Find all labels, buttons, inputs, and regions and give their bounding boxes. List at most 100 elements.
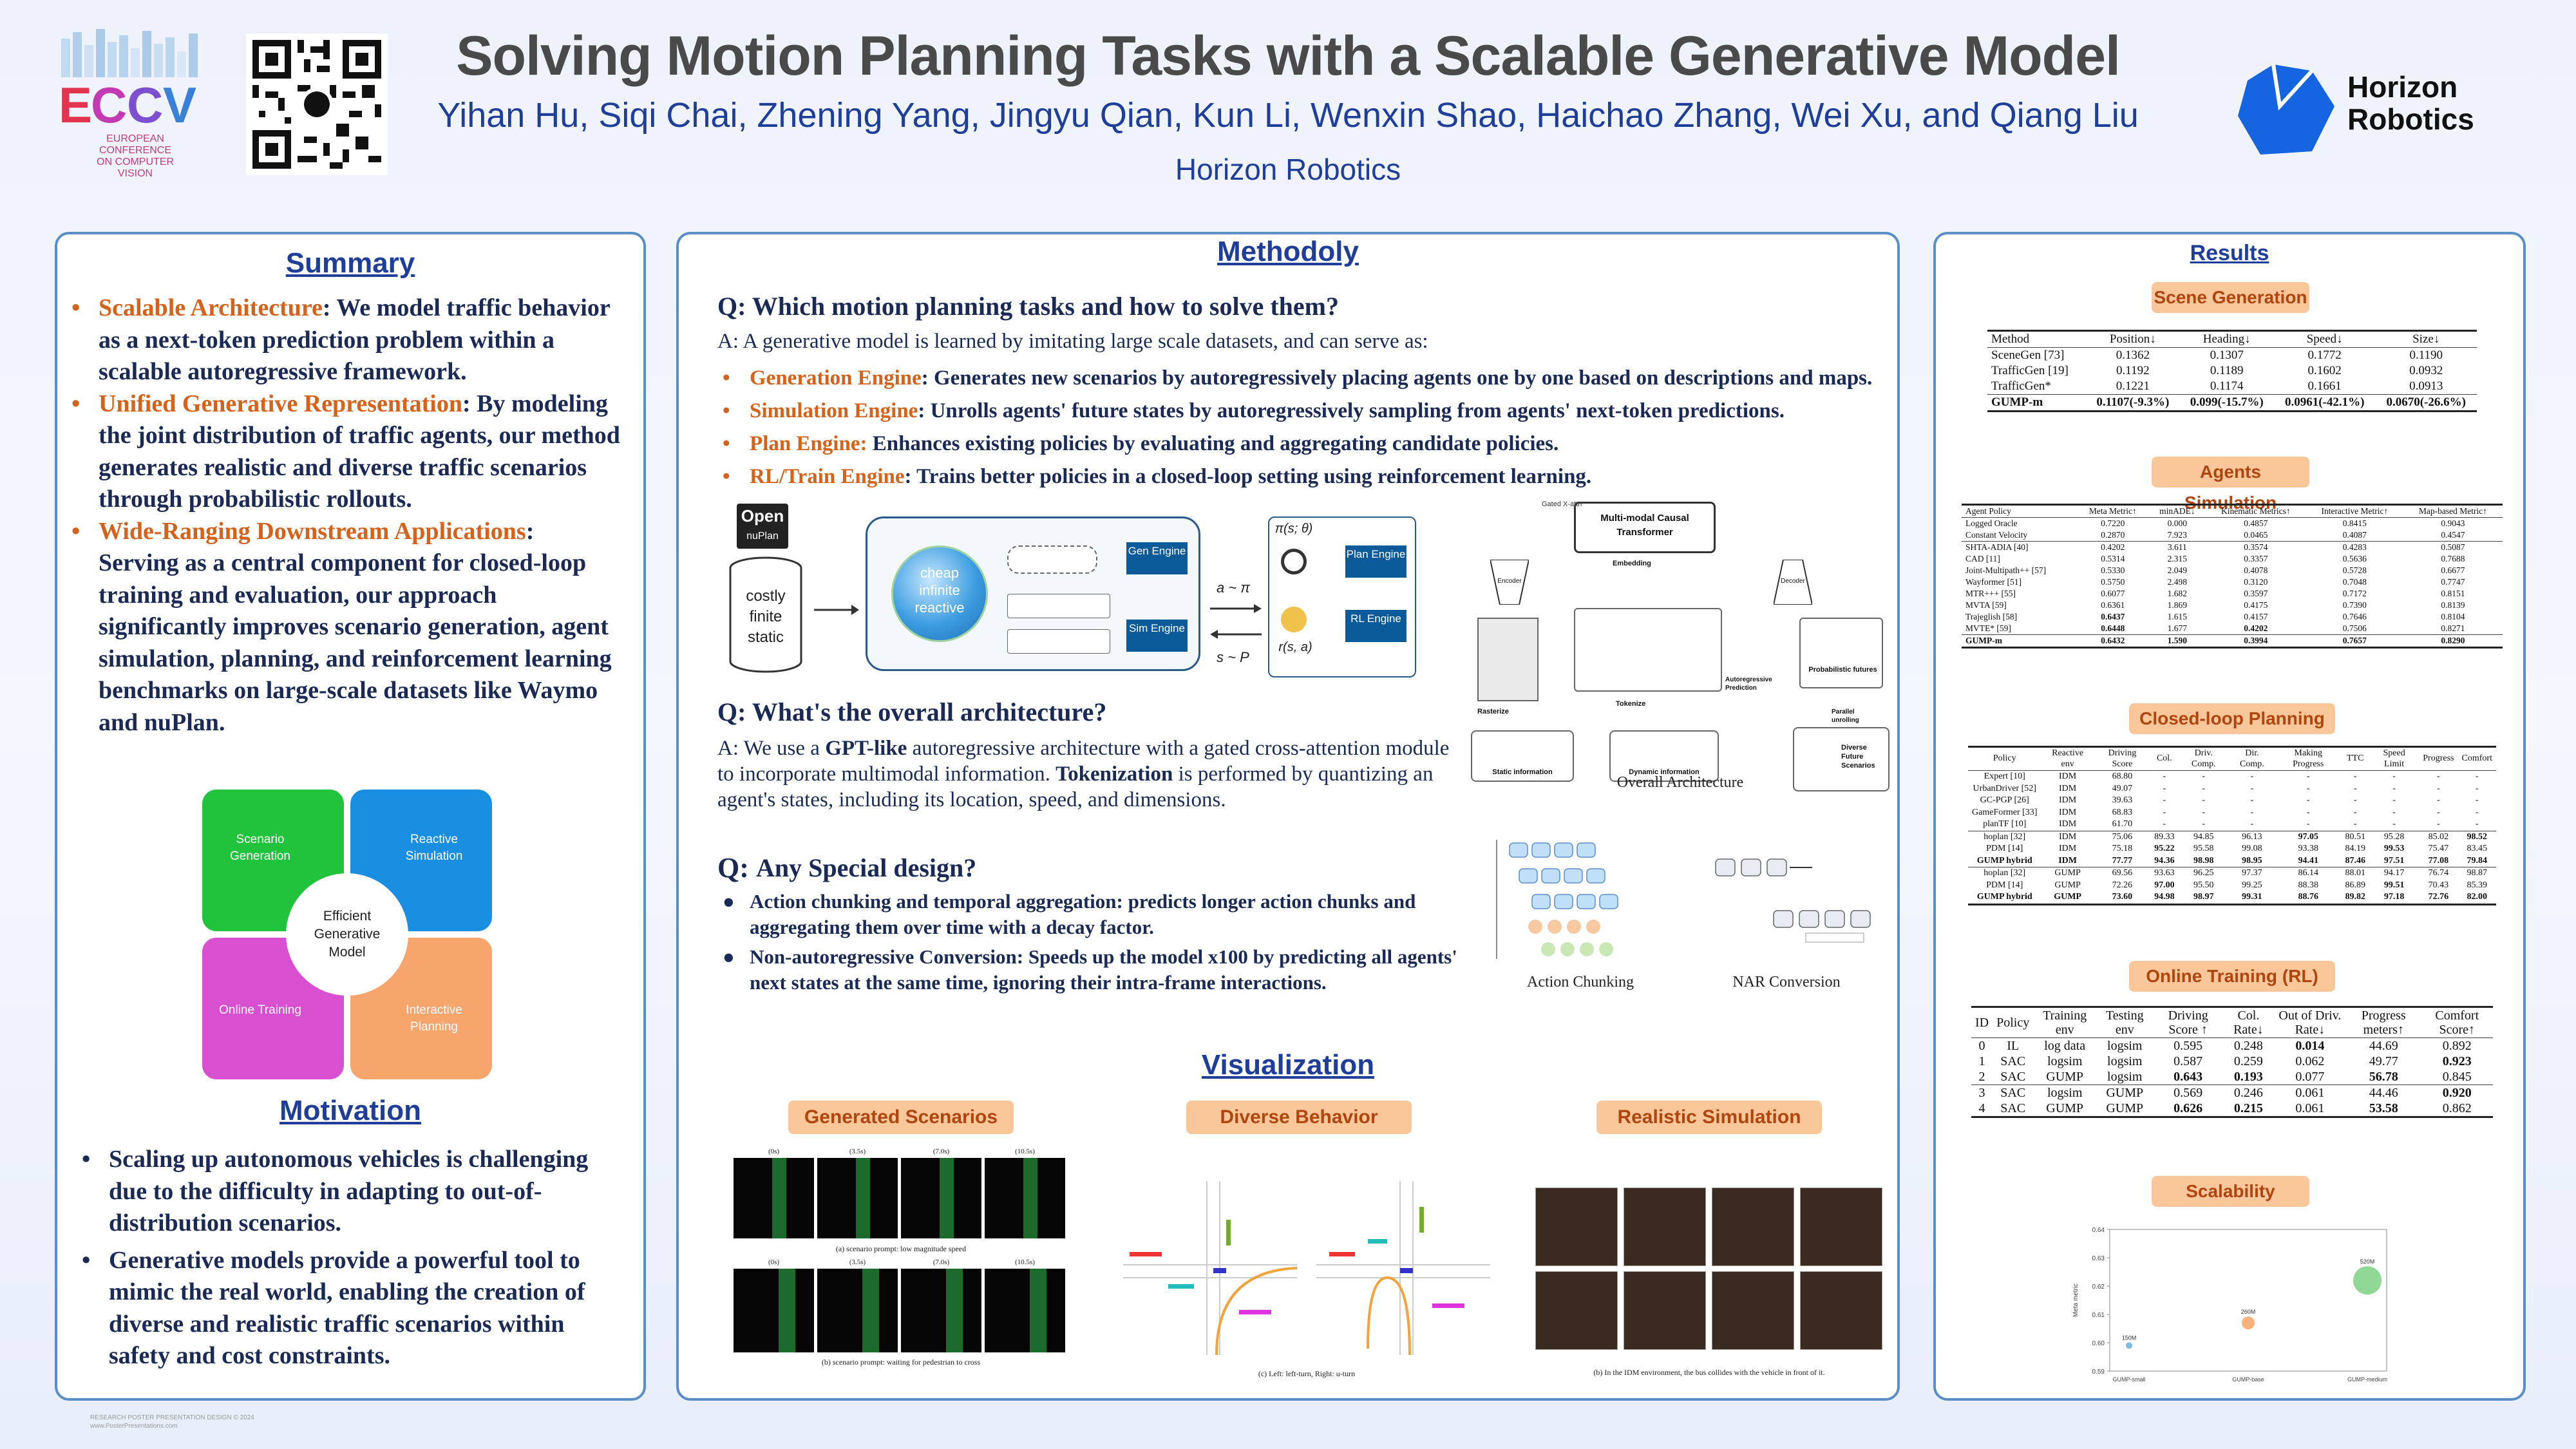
table-cell: 0.2870 — [2101, 530, 2125, 540]
static-info-box — [1471, 730, 1574, 782]
table-cell: 96.13 — [2242, 831, 2262, 842]
table-cell: 0.062 — [2295, 1054, 2325, 1068]
table-cell: 88.01 — [2345, 868, 2365, 878]
table-cell: 1.590 — [2167, 636, 2187, 645]
engine-list: •Generation Engine: Generates new scenar… — [717, 362, 1889, 493]
state-arrow-label: s ~ P — [1217, 649, 1249, 665]
table-cell: 76.74 — [2428, 868, 2449, 878]
reward-label: r(s, a) — [1278, 640, 1312, 654]
engine-item: •RL/Train Engine: Trains better policies… — [723, 465, 1592, 488]
table-cell: 99.51 — [2383, 880, 2405, 890]
table-cell: 0.4547 — [2441, 530, 2465, 540]
summary-item-title: Wide-Ranging Downstream Applications — [99, 517, 526, 545]
design-text: : predicts longer action chunks and aggr… — [750, 890, 1416, 938]
table-cell: 0.193 — [2233, 1070, 2263, 1084]
table-cell: GUMP — [2054, 868, 2081, 878]
scenario-frame — [734, 1269, 814, 1352]
embedding-label: Embedding — [1613, 560, 1651, 567]
table-cell: logsim — [2107, 1070, 2143, 1084]
table-cell: 0.626 — [2174, 1101, 2203, 1115]
table-cell: 0.248 — [2233, 1039, 2263, 1053]
table-cell: - — [2163, 795, 2166, 805]
table-header: Driving Score ↑ — [2168, 1009, 2208, 1037]
generated-caption-a: (a) scenario prompt: low magnitude speed — [835, 1244, 967, 1253]
dynamic-info-box — [1609, 730, 1719, 782]
road-lane — [862, 1269, 879, 1352]
table-cell: SAC — [2000, 1101, 2026, 1115]
road-lane — [772, 1158, 786, 1238]
table-header: Speed↓ — [2306, 332, 2343, 346]
table-cell: - — [2475, 772, 2479, 781]
summary-item: •Unified Generative Representation: By m… — [71, 390, 620, 513]
table-cell: Logged Oracle — [1965, 518, 2018, 528]
token-row-1 — [1007, 545, 1097, 574]
diverse-caption: (c) Left: left-turn, Right: u-turn — [1258, 1369, 1356, 1378]
table-cell: 86.89 — [2345, 880, 2365, 890]
x-tick-label: GUMP-base — [2232, 1376, 2264, 1383]
road-lane — [1023, 1158, 1037, 1238]
table-cell: 84.19 — [2345, 844, 2365, 853]
engines-figure: Open nuPlan costly finite static cheap i… — [729, 504, 1471, 697]
cylinder-label-3: static — [747, 629, 784, 646]
table-cell: 94.98 — [2154, 892, 2175, 902]
table-cell: 0.643 — [2174, 1070, 2203, 1084]
pill-scalability: Scalability — [2152, 1176, 2309, 1207]
pill-agents-simulation: Agents Simulation — [2152, 457, 2309, 513]
steering-wheel-icon — [1281, 549, 1307, 574]
table-cell: 0.014 — [2295, 1039, 2325, 1053]
methodology-heading: Methodoly — [1217, 236, 1359, 267]
table-cell: 0.1190 — [2409, 348, 2443, 362]
dynamic-info-label: Dynamic information — [1629, 768, 1700, 776]
token-sequence-box — [1574, 608, 1722, 692]
table-cell: 99.08 — [2242, 844, 2262, 853]
table-cell: 0.923 — [2442, 1054, 2472, 1068]
parallel-unrolling-label: Parallel unrolling — [1832, 708, 1859, 724]
qr-code[interactable] — [246, 33, 388, 175]
rasterize-label: Rasterize — [1477, 708, 1509, 715]
road-lane — [946, 1269, 963, 1352]
table-cell: 2.315 — [2167, 554, 2187, 564]
table-cell: 1 — [1978, 1054, 1985, 1068]
table-cell: MTR+++ [55] — [1965, 589, 2016, 598]
table-cell: - — [2202, 819, 2206, 829]
table-cell: logsim — [2107, 1039, 2143, 1053]
table-cell: 0.1362 — [2116, 348, 2150, 362]
table-cell: 86.14 — [2298, 868, 2318, 878]
architecture-figure: Multi-modal Causal Transformer Gated X-a… — [1471, 495, 1889, 804]
table-cell: 0.0913 — [2409, 379, 2443, 393]
transformer-box: Multi-modal Causal Transformer — [1574, 502, 1716, 553]
table-cell: 1.615 — [2167, 612, 2187, 621]
table-cell: 0.7646 — [2342, 612, 2367, 621]
table-cell: 98.87 — [2467, 868, 2488, 878]
motivation-heading: Motivation — [279, 1095, 421, 1126]
table-cell: 0.3120 — [2244, 577, 2268, 587]
table-header: Policy — [1996, 1016, 2030, 1030]
table-cell: 0.5087 — [2441, 542, 2465, 552]
flow-arrow-icon — [814, 605, 859, 615]
table-cell: 0.4857 — [2244, 518, 2268, 528]
table-cell: 98.97 — [2193, 892, 2214, 902]
scenario-frame — [817, 1158, 898, 1238]
table-cell: 0.862 — [2442, 1101, 2472, 1115]
y-tick-label: 0.61 — [2092, 1312, 2105, 1319]
engine-text: : Generates new scenarios by autoregress… — [921, 366, 1873, 390]
svg-text:E: E — [59, 77, 92, 133]
table-header: Making Progress — [2293, 748, 2324, 769]
table-cell: 0.8271 — [2441, 623, 2465, 633]
generated-caption-b: (b) scenario prompt: waiting for pedestr… — [821, 1358, 981, 1367]
table-cell: Expert [10] — [1984, 772, 2025, 781]
table-cell: 0.099(-15.7%) — [2190, 395, 2264, 409]
plan-engine-box: Plan Engine — [1345, 545, 1406, 578]
table-cell: 98.52 — [2467, 831, 2488, 842]
table-cell: - — [2250, 819, 2254, 829]
data-label: 520M — [2360, 1258, 2375, 1265]
quad-label-tr: Reactive Simulation — [405, 833, 463, 863]
question-3: Any Special design? — [756, 853, 977, 882]
table-cell: 99.53 — [2383, 844, 2405, 853]
